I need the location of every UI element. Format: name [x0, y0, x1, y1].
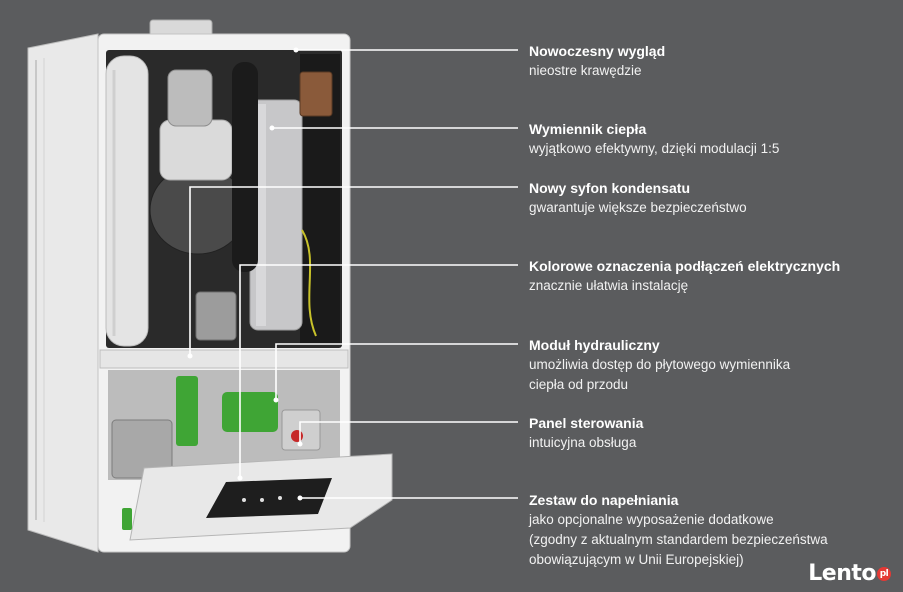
leader-modul: [275, 343, 518, 400]
boiler-body: [27, 19, 393, 553]
callout-title: Nowy syfon kondensatu: [529, 180, 691, 196]
callout-title: Zestaw do napełniania: [529, 492, 679, 508]
callout-desc: ciepła od przodu: [529, 377, 629, 392]
leader-dots: [187, 47, 303, 501]
callout-title: Moduł hydrauliczny: [529, 337, 660, 353]
callout-title: Kolorowe oznaczenia podłączeń elektryczn…: [529, 258, 841, 274]
leader-lines: [189, 49, 518, 499]
callout-zestaw-do-napelniania: Zestaw do napełniania jako opcjonalne wy…: [529, 490, 889, 570]
callout-title: Wymiennik ciepła: [529, 121, 647, 137]
callout-wymiennik-ciepla: Wymiennik ciepła wyjątkowo efektywny, dz…: [529, 119, 889, 159]
callout-desc: jako opcjonalne wyposażenie dodatkowe: [529, 512, 774, 527]
callout-kolorowe-oznaczenia: Kolorowe oznaczenia podłączeń elektryczn…: [529, 256, 889, 296]
callout-desc: wyjątkowo efektywny, dzięki modulacji 1:…: [529, 141, 780, 156]
callout-modul-hydrauliczny: Moduł hydrauliczny umożliwia dostęp do p…: [529, 335, 889, 395]
leader-syfon: [189, 186, 518, 356]
leader-oznaczenia: [239, 264, 518, 478]
callout-desc: nieostre krawędzie: [529, 63, 642, 78]
callout-desc: umożliwia dostęp do płytowego wymiennika: [529, 357, 791, 372]
callout-nowoczesny-wyglad: Nowoczesny wygląd nieostre krawędzie: [529, 41, 889, 81]
watermark-badge: pl: [877, 567, 891, 581]
callout-desc: (zgodny z aktualnym standardem bezpiecze…: [529, 532, 828, 547]
callout-panel-sterowania: Panel sterowania intuicyjna obsługa: [529, 413, 889, 453]
callout-title: Panel sterowania: [529, 415, 644, 431]
callout-nowy-syfon: Nowy syfon kondensatu gwarantuje większe…: [529, 178, 889, 218]
callout-title: Nowoczesny wygląd: [529, 43, 666, 59]
watermark-text: Lento: [808, 561, 876, 586]
leader-panel: [299, 421, 518, 444]
callout-desc: intuicyjna obsługa: [529, 435, 637, 450]
callout-desc: obowiązującym w Unii Europejskiej): [529, 552, 744, 567]
callout-desc: znacznie ułatwia instalację: [529, 278, 689, 293]
callout-desc: gwarantuje większe bezpieczeństwo: [529, 200, 747, 215]
